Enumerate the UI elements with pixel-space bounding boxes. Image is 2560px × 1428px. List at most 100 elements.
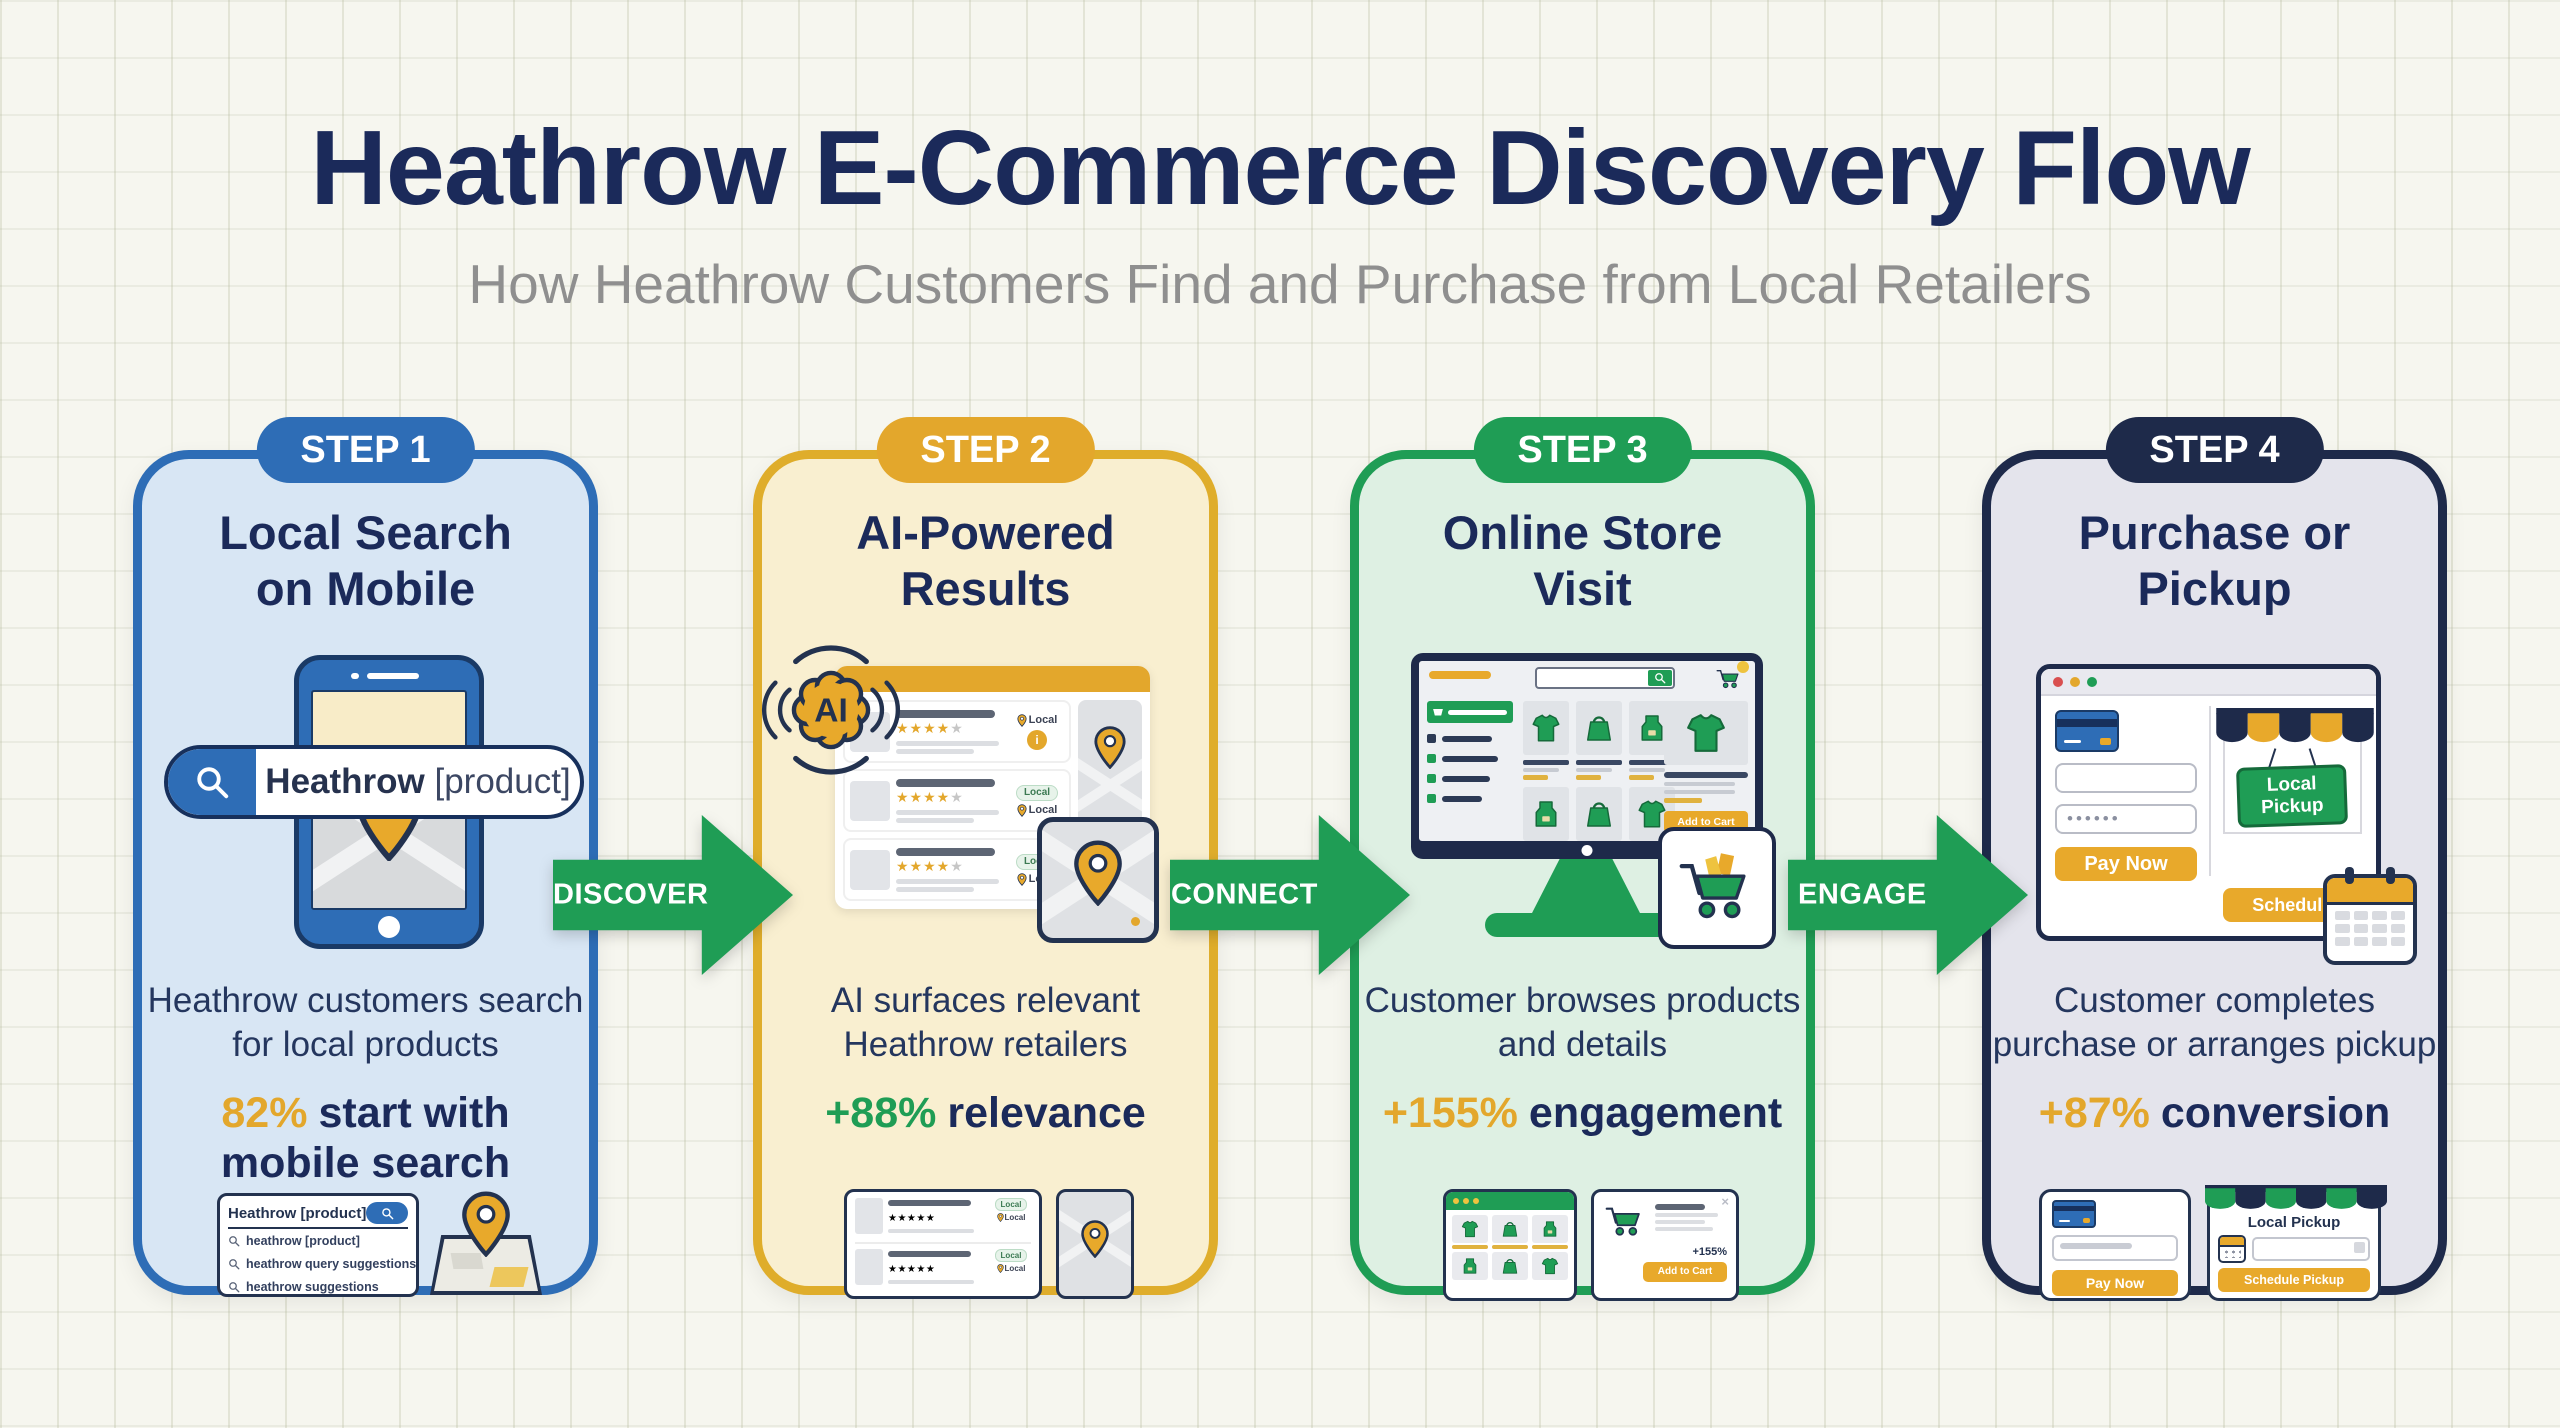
product-tile[interactable] xyxy=(1576,787,1622,841)
monitor-power-dot xyxy=(1581,845,1593,856)
step-1-illustration: Heathrow [product] xyxy=(142,649,589,999)
store-search-bar[interactable] xyxy=(1535,667,1675,689)
calendar-icon xyxy=(2323,867,2417,965)
step-4-description: Customer completes purchase or arranges … xyxy=(1992,981,2437,1065)
password-field[interactable]: •••••• xyxy=(2055,804,2197,834)
cart-callout-card xyxy=(1658,827,1776,949)
step-4-title: Purchase or Pickup xyxy=(2078,506,2351,616)
step-4-thumbnails: Pay Now Local Pickup xyxy=(1991,1185,2438,1301)
product-tile[interactable] xyxy=(1523,701,1569,755)
step-3-thumbnails: × +155% Add to Cart xyxy=(1359,1189,1806,1301)
schedule-pickup-button[interactable]: Schedule Pickup xyxy=(2218,1268,2370,1292)
local-pickup-sign: Local Pickup xyxy=(2236,764,2349,828)
browser-header xyxy=(1446,1192,1574,1210)
location-pin-icon xyxy=(1072,840,1124,906)
text-line-placeholder xyxy=(896,886,974,892)
storefront-awning-icon xyxy=(2205,1185,2387,1209)
price-placeholder xyxy=(1452,1245,1488,1249)
step-3-illustration: Add to Cart xyxy=(1359,649,1806,999)
page-subtitle: How Heathrow Customers Find and Purchase… xyxy=(468,253,2092,315)
search-results-panel: ★★★★★ Local i xyxy=(835,666,1150,909)
sidebar-item-active[interactable] xyxy=(1427,701,1513,723)
product-image[interactable] xyxy=(1664,701,1748,765)
step-1-title: Local Search on Mobile xyxy=(219,506,512,616)
store-logo-placeholder xyxy=(1429,671,1491,679)
window-control-dot xyxy=(1463,1198,1469,1204)
search-suggestion-icon xyxy=(228,1281,240,1293)
product-tile[interactable] xyxy=(1492,1215,1528,1243)
price-placeholder xyxy=(1492,1245,1528,1249)
step-4-badge: STEP 4 xyxy=(2105,417,2324,483)
map-card xyxy=(1037,817,1159,943)
local-badge: Local xyxy=(1017,804,1057,817)
phone-camera-dot xyxy=(351,673,359,679)
sidebar-item[interactable] xyxy=(1427,774,1513,783)
phone-home-button[interactable] xyxy=(378,916,400,938)
results-header-bar xyxy=(835,666,1150,692)
text-line-placeholder xyxy=(896,709,996,718)
autocomplete-thumbnail: Heathrow [product] heathrow [product] he… xyxy=(217,1193,419,1297)
phone-speaker xyxy=(366,673,419,679)
text-line-placeholder xyxy=(896,809,999,815)
local-pill-badge: Local xyxy=(994,1249,1028,1262)
arrow-label: ENGAGE xyxy=(1798,878,1927,911)
result-row[interactable]: ★★★★★ Local i xyxy=(843,700,1071,763)
search-suggestion[interactable]: heathrow suggestions xyxy=(228,1275,408,1298)
product-tile[interactable] xyxy=(1532,1215,1568,1243)
step-2-stat: +88%relevance xyxy=(762,1089,1209,1139)
mobile-search-bar[interactable]: Heathrow [product] xyxy=(164,745,584,819)
add-to-cart-button[interactable]: Add to Cart xyxy=(1643,1262,1727,1282)
autocomplete-input[interactable]: Heathrow [product] xyxy=(228,1199,408,1229)
local-badge: Local xyxy=(997,1213,1025,1222)
close-icon[interactable]: × xyxy=(1721,1194,1729,1209)
payment-thumbnail: Pay Now xyxy=(2039,1189,2191,1301)
stat-label: start with mobile search xyxy=(220,1089,511,1187)
search-icon[interactable] xyxy=(168,749,256,815)
pay-now-button[interactable]: Pay Now xyxy=(2055,847,2197,881)
search-button[interactable] xyxy=(366,1202,408,1224)
pickup-date-field[interactable] xyxy=(2252,1237,2370,1261)
product-tile[interactable] xyxy=(1532,1252,1568,1280)
step-3-stat: +155%engagement xyxy=(1359,1089,1806,1139)
window-control-red xyxy=(2053,676,2063,687)
product-tile[interactable] xyxy=(1452,1215,1488,1243)
sidebar-item[interactable] xyxy=(1427,794,1513,803)
sidebar-item[interactable] xyxy=(1427,734,1513,743)
search-suggestion[interactable]: heathrow [product] xyxy=(228,1229,408,1252)
product-tile[interactable] xyxy=(1523,787,1569,841)
pay-now-button[interactable]: Pay Now xyxy=(2052,1270,2178,1296)
price-placeholder xyxy=(1576,775,1602,780)
browser-header xyxy=(2041,669,2376,696)
product-tile[interactable] xyxy=(1492,1252,1528,1280)
stat-value: 82% xyxy=(221,1089,308,1137)
step-2-thumbnails: ★★★★★ Local Local ★★★★★ xyxy=(762,1189,1209,1301)
storefront-thumbnail xyxy=(1443,1189,1577,1301)
text-line-placeholder xyxy=(896,817,974,823)
product-grid xyxy=(1523,701,1675,841)
shopping-cart-icon[interactable] xyxy=(1715,661,1749,691)
window-control-yellow xyxy=(2070,676,2080,687)
product-tile[interactable] xyxy=(1576,701,1622,755)
step-1-stat: 82%start with mobile search xyxy=(198,1089,533,1189)
credit-card-icon xyxy=(2055,710,2119,752)
result-row[interactable]: ★★★★★ Local Local xyxy=(843,769,1071,832)
connect-arrow: CONNECT xyxy=(1170,815,1410,975)
engage-arrow: ENGAGE xyxy=(1788,815,2028,975)
text-line-placeholder xyxy=(896,878,999,884)
pickup-thumbnail: Local Pickup Schedule Pickup xyxy=(2205,1185,2387,1301)
card-number-field[interactable] xyxy=(2052,1235,2178,1261)
text-line-placeholder xyxy=(896,847,996,856)
card-number-field[interactable] xyxy=(2055,763,2197,793)
search-button[interactable] xyxy=(1648,670,1672,686)
local-pill-badge: Local xyxy=(1015,784,1059,801)
sidebar-item[interactable] xyxy=(1427,754,1513,763)
price-placeholder xyxy=(1629,775,1655,780)
desktop-monitor-illustration: Add to Cart xyxy=(1411,653,1763,859)
monitor-stand xyxy=(1531,859,1641,915)
search-suggestion[interactable]: heathrow query suggestions xyxy=(228,1252,416,1275)
results-thumbnail: ★★★★★ Local Local ★★★★★ xyxy=(844,1189,1042,1299)
cart-badge xyxy=(1737,661,1749,673)
product-tile[interactable] xyxy=(1452,1252,1488,1280)
location-pin-icon xyxy=(1080,1220,1110,1258)
